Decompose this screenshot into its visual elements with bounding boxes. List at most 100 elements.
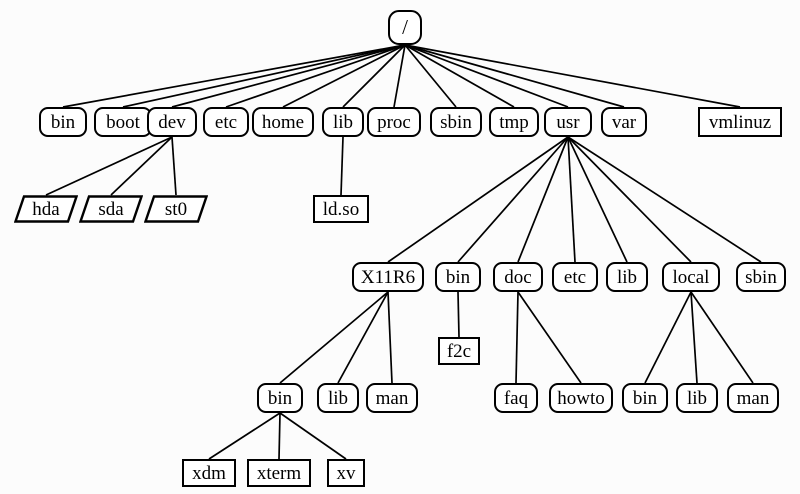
node-label: tmp <box>499 111 529 133</box>
edge-root-to-lib <box>342 44 406 108</box>
node-dev[interactable]: dev <box>147 107 197 137</box>
parallelogram-shape <box>79 195 143 223</box>
node-xv[interactable]: xv <box>327 459 365 487</box>
node-label: usr <box>556 111 580 133</box>
node-usr_lib[interactable]: lib <box>606 262 648 292</box>
node-usr_etc[interactable]: etc <box>552 262 598 292</box>
edge-x11_bin-to-xv <box>279 412 347 460</box>
node-label: bin <box>632 387 658 409</box>
edge-usr_local-to-local_lib <box>690 291 698 384</box>
edge-usr-to-usr_doc <box>517 136 569 263</box>
edge-usr-to-usr_lib <box>567 136 628 263</box>
node-usr_sbin[interactable]: sbin <box>736 262 786 292</box>
edge-dev-to-st0 <box>171 136 177 196</box>
node-local_man[interactable]: man <box>727 383 779 413</box>
edge-usr_local-to-local_man <box>690 291 754 384</box>
edge-root-to-tmp <box>404 44 515 108</box>
edge-usr_local-to-local_bin <box>644 291 692 384</box>
node-label: sbin <box>745 266 777 288</box>
node-usr_bin[interactable]: bin <box>435 262 481 292</box>
node-etc[interactable]: etc <box>203 107 249 137</box>
node-xdm[interactable]: xdm <box>182 459 236 487</box>
node-label: var <box>611 111 637 133</box>
edge-root-to-sbin <box>404 44 457 108</box>
node-local_lib[interactable]: lib <box>676 383 718 413</box>
node-label: vmlinuz <box>708 111 772 133</box>
node-label: etc <box>563 266 587 288</box>
node-label: ld.so <box>322 198 360 220</box>
edge-root-to-vmlinuz <box>404 44 741 108</box>
parallelogram-shape <box>144 195 208 223</box>
node-sbin[interactable]: sbin <box>430 107 482 137</box>
node-proc[interactable]: proc <box>367 107 421 137</box>
node-sda[interactable]: sda <box>79 195 143 223</box>
node-lib[interactable]: lib <box>322 107 364 137</box>
edge-lib-to-ldso <box>340 136 344 196</box>
node-var[interactable]: var <box>601 107 647 137</box>
edge-dev-to-hda <box>45 136 173 196</box>
node-label: lib <box>616 266 638 288</box>
edge-root-to-var <box>404 44 625 108</box>
node-label: xdm <box>192 462 226 484</box>
edge-root-to-usr <box>404 44 569 108</box>
node-ldso[interactable]: ld.so <box>313 195 369 223</box>
node-label: man <box>375 387 409 409</box>
node-label: st0 <box>164 198 188 220</box>
edge-usr-to-usr_local <box>567 136 692 263</box>
node-label: hda <box>32 198 60 220</box>
node-label: man <box>736 387 770 409</box>
node-label: f2c <box>446 340 472 362</box>
edge-usr_bin-to-f2c <box>457 291 460 338</box>
node-label: lib <box>686 387 708 409</box>
node-label: lib <box>332 111 354 133</box>
node-xterm[interactable]: xterm <box>247 459 311 487</box>
node-st0[interactable]: st0 <box>144 195 208 223</box>
node-label: boot <box>106 111 140 133</box>
node-doc_howto[interactable]: howto <box>549 383 613 413</box>
node-label: home <box>261 111 305 133</box>
edge-x11_bin-to-xterm <box>278 412 281 460</box>
node-boot[interactable]: boot <box>94 107 152 137</box>
node-x11_man[interactable]: man <box>366 383 418 413</box>
edge-usr-to-usr_bin <box>457 136 569 263</box>
node-label: bin <box>267 387 293 409</box>
node-vmlinuz[interactable]: vmlinuz <box>698 107 782 137</box>
node-usr_local[interactable]: local <box>662 262 720 292</box>
edge-root-to-boot <box>122 44 406 108</box>
node-f2c[interactable]: f2c <box>438 337 480 365</box>
edge-usr_x11r6-to-x11_lib <box>337 291 389 384</box>
node-label: sbin <box>440 111 472 133</box>
node-hda[interactable]: hda <box>14 195 78 223</box>
node-label: X11R6 <box>360 266 416 288</box>
node-label: dev <box>158 111 186 133</box>
edge-usr_x11r6-to-x11_man <box>387 291 393 384</box>
edge-root-to-etc <box>225 44 406 108</box>
node-x11_bin[interactable]: bin <box>257 383 303 413</box>
node-usr_x11r6[interactable]: X11R6 <box>352 262 424 292</box>
node-local_bin[interactable]: bin <box>622 383 668 413</box>
edge-usr-to-usr_etc <box>567 136 576 263</box>
node-label: bin <box>445 266 471 288</box>
edge-usr-to-usr_sbin <box>567 136 762 263</box>
node-root[interactable]: / <box>388 10 422 45</box>
edge-root-to-bin <box>62 44 406 108</box>
node-label: sda <box>98 198 124 220</box>
node-usr[interactable]: usr <box>544 107 592 137</box>
node-label: etc <box>214 111 238 133</box>
edge-root-to-home <box>282 44 406 108</box>
node-label: xterm <box>256 462 302 484</box>
edge-root-to-dev <box>171 44 406 108</box>
node-tmp[interactable]: tmp <box>489 107 539 137</box>
edge-dev-to-sda <box>110 136 173 196</box>
node-doc_faq[interactable]: faq <box>494 383 538 413</box>
edge-root-to-proc <box>393 44 406 108</box>
edge-usr_x11r6-to-x11_bin <box>279 291 389 384</box>
node-label: xv <box>336 462 356 484</box>
edge-usr_doc-to-doc_faq <box>515 291 519 384</box>
node-usr_doc[interactable]: doc <box>493 262 543 292</box>
node-x11_lib[interactable]: lib <box>317 383 359 413</box>
node-label: doc <box>504 266 532 288</box>
node-home[interactable]: home <box>252 107 314 137</box>
node-bin[interactable]: bin <box>39 107 87 137</box>
